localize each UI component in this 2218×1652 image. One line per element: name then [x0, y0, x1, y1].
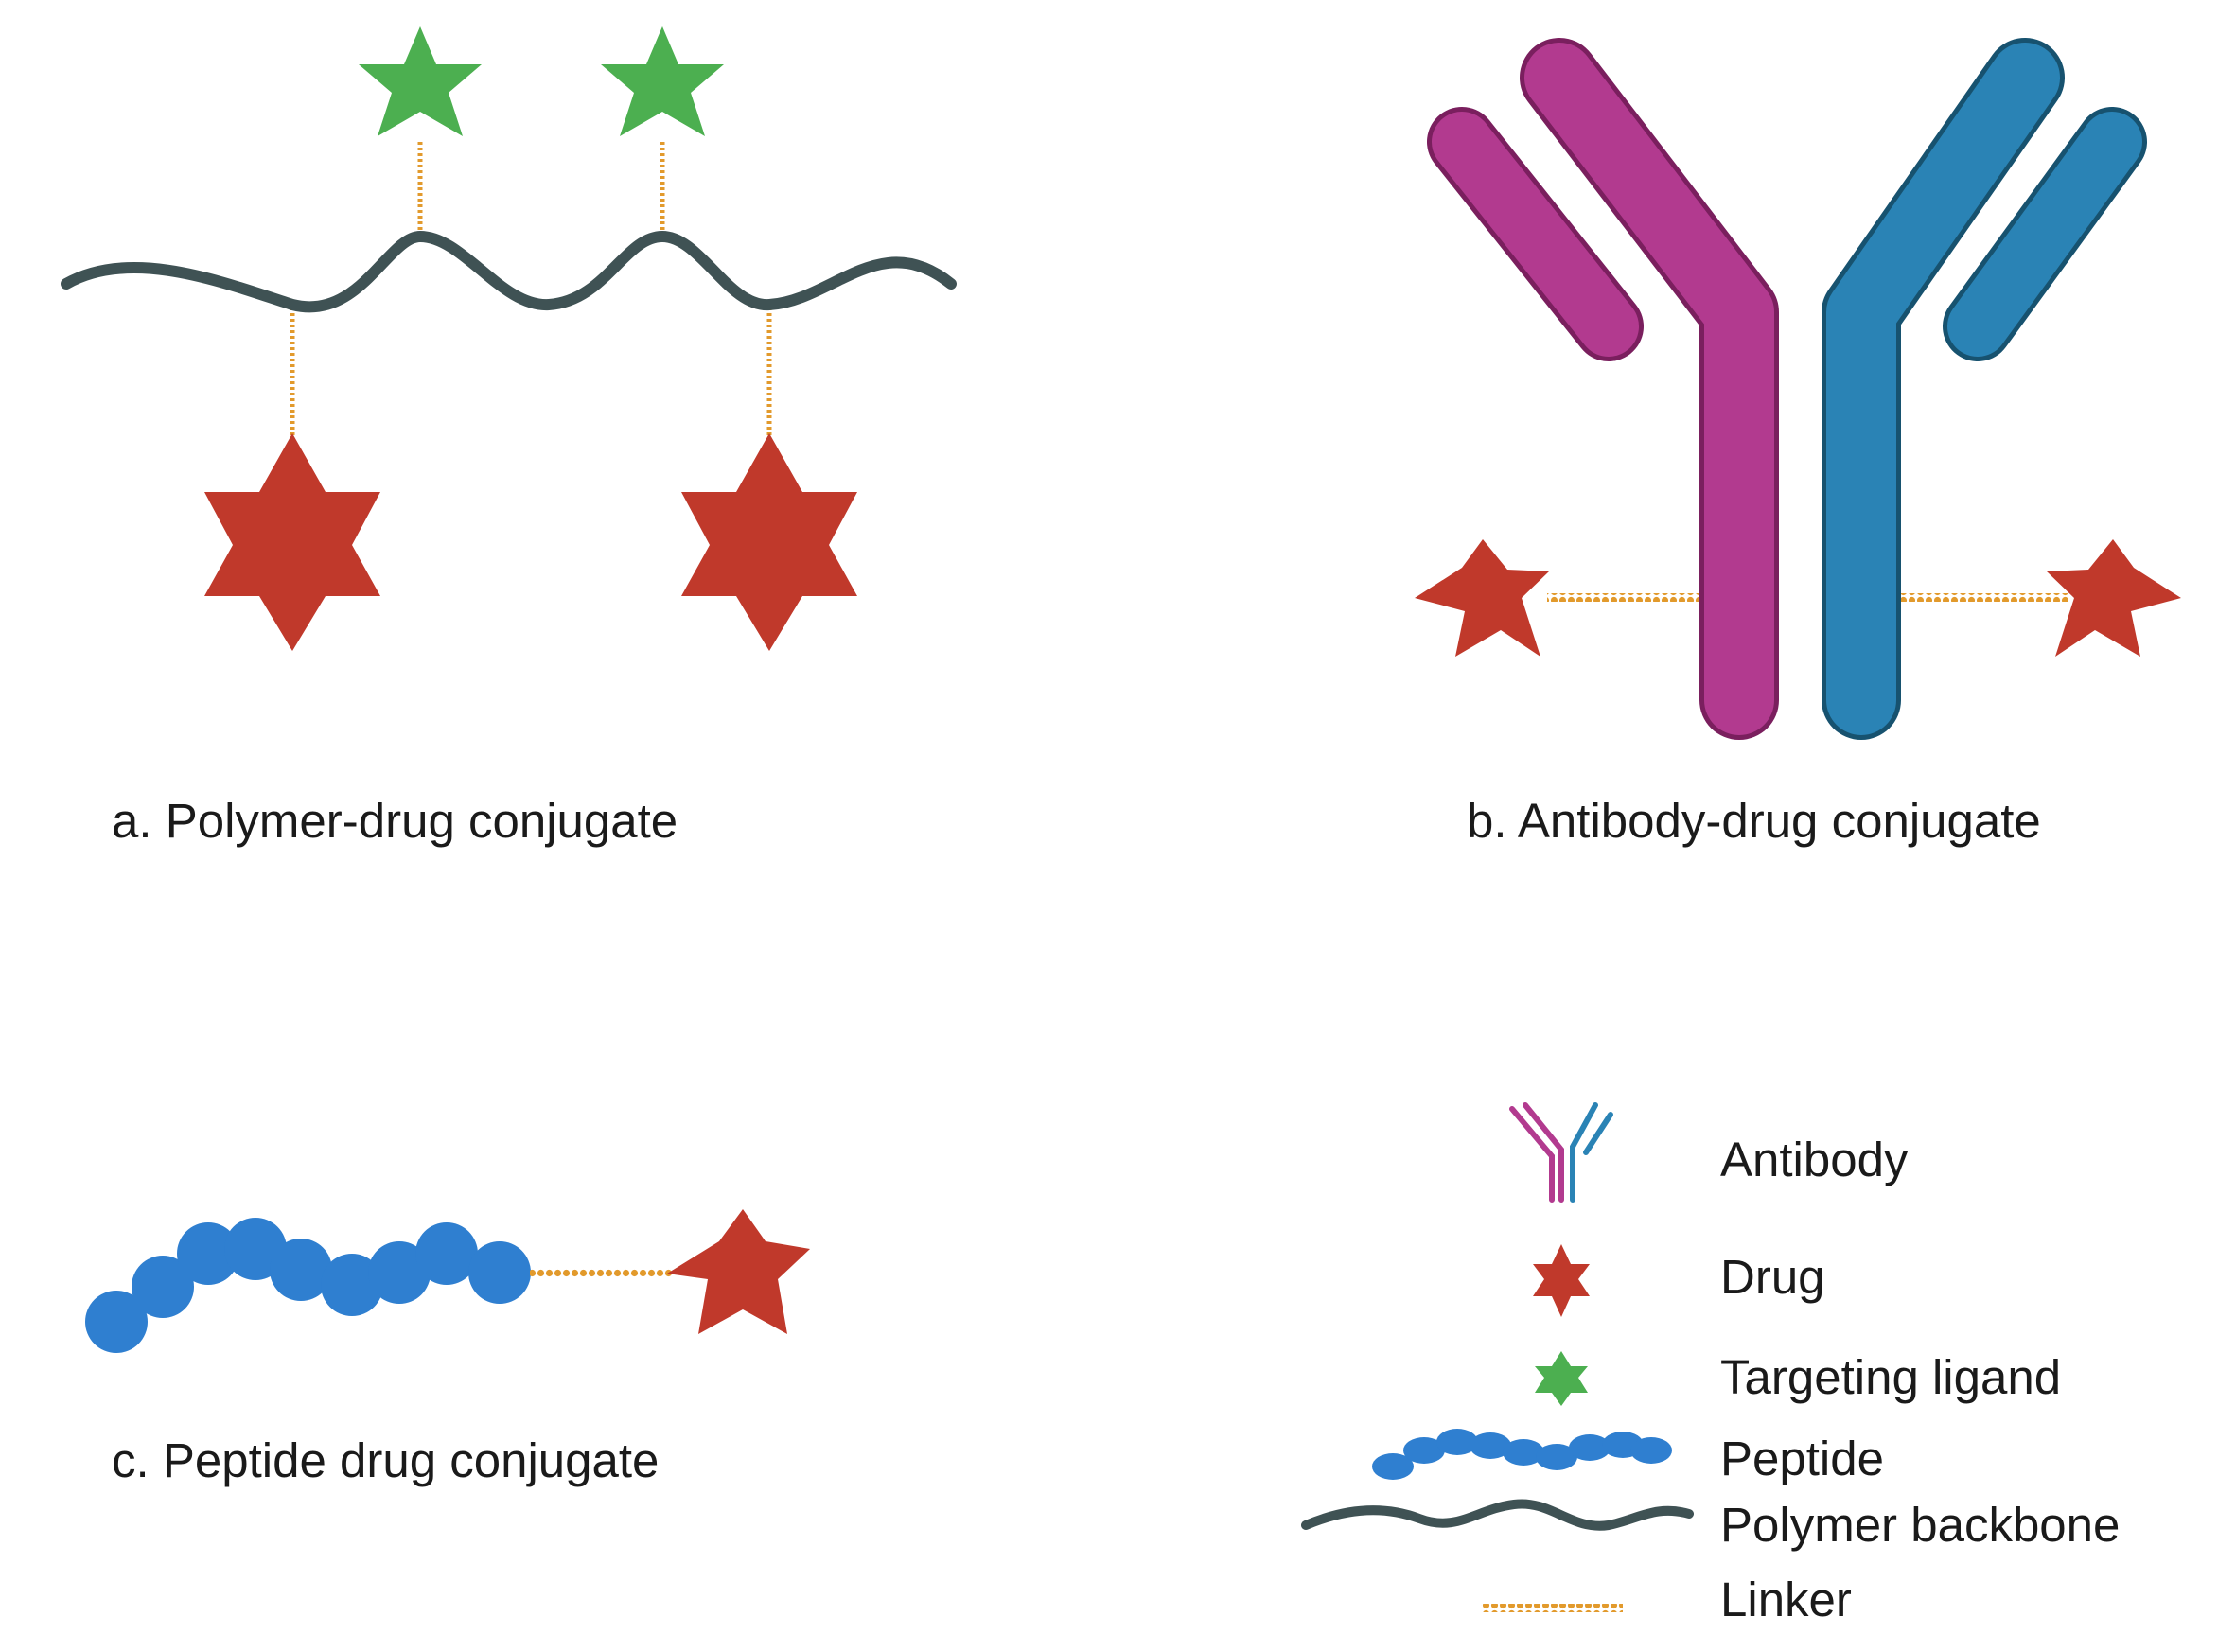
linker [1897, 593, 2068, 602]
y-shape-antibody-icon [1509, 1102, 1613, 1203]
caption-polymer-drug-conjugate: a. Polymer-drug conjugate [112, 794, 678, 848]
panel-antibody-drug-conjugate [1415, 38, 2181, 740]
drug-icon [667, 1209, 810, 1334]
targeting-ligand-icon [359, 26, 482, 136]
polymer-backbone [61, 230, 957, 313]
linker [290, 308, 772, 445]
linker [530, 1269, 672, 1277]
drug-icon [1415, 539, 1549, 657]
legend-label-polymer-backbone: Polymer backbone [1720, 1498, 2121, 1552]
targeting-ligand-icon [601, 26, 724, 136]
caption-antibody-drug-conjugate: b. Antibody-drug conjugate [1467, 794, 2041, 848]
drug-icon [2047, 539, 2181, 657]
linker-icon [1481, 1604, 1623, 1612]
legend-label-targeting-ligand: Targeting ligand [1720, 1350, 2062, 1404]
linker [1547, 593, 1703, 602]
legend-label-linker: Linker [1720, 1573, 1852, 1626]
six-point-star-icon [1533, 1244, 1590, 1317]
six-point-star-icon [1535, 1351, 1588, 1406]
panel-polymer-drug-conjugate [61, 26, 957, 651]
panel-peptide-drug-conjugate [85, 1209, 810, 1353]
legend [1301, 1102, 1694, 1612]
peptide [85, 1218, 531, 1353]
legend-label-drug: Drug [1720, 1250, 1825, 1304]
polymer-backbone-icon [1301, 1499, 1694, 1531]
legend-label-antibody: Antibody [1720, 1133, 1909, 1186]
caption-peptide-drug-conjugate: c. Peptide drug conjugate [112, 1433, 660, 1487]
legend-label-peptide: Peptide [1720, 1432, 1884, 1485]
peptide-icon [1372, 1429, 1672, 1480]
drug-icon [204, 433, 380, 651]
drug-icon [681, 433, 857, 651]
linker [417, 142, 665, 237]
